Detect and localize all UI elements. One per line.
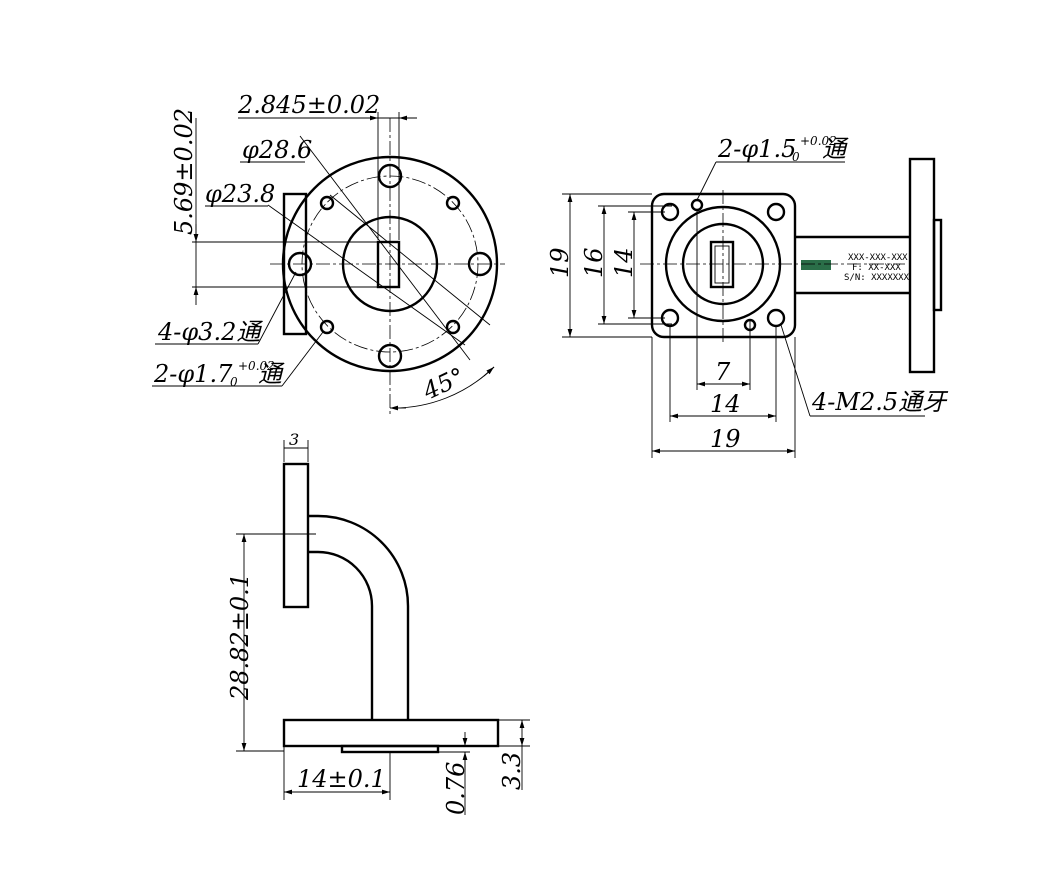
side-end-flange: [908, 157, 936, 374]
pin-hole-top: [690, 198, 704, 212]
dim-bend-step: 0.76: [442, 762, 470, 815]
note-pin-upper-tol: +0.02: [238, 359, 275, 373]
dim-side-height-14: 14: [610, 247, 638, 278]
dim-outer-diameter: φ28.6: [242, 136, 312, 164]
dim-aperture-height: 5.69±0.02: [170, 108, 198, 235]
bend-view: 3 28.82±0.1 14±0.1 0.76 3.3: [226, 430, 530, 815]
bend-outer-wall: [308, 514, 410, 720]
label-line-3: S/N: XXXXXXX: [844, 273, 910, 283]
side-view: XXX-XXX-XXX F: XX-XXX S/N: XXXXXXX 2-φ1.…: [546, 134, 949, 458]
dim-side-height-16: 16: [580, 247, 608, 278]
dim-side-width-19: 19: [710, 425, 741, 453]
bend-bottom-boss: [340, 744, 440, 754]
pin-hole-ur: [445, 195, 461, 211]
pin-hole-ll: [319, 319, 335, 335]
thread-hole-ur: [766, 202, 786, 222]
dim-bend-base: 3.3: [498, 752, 526, 790]
label-line-2: F: XX-XXX: [852, 263, 901, 273]
note-side-pin-upper-tol: +0.02: [800, 134, 837, 148]
dim-bolt-circle-diameter: φ23.8: [205, 180, 275, 208]
dim-side-width-14: 14: [710, 390, 741, 418]
dim-aperture-width: 2.845±0.02: [237, 91, 380, 119]
dim-side-width-7: 7: [715, 358, 731, 386]
note-bolt-holes: 4-φ3.2通: [157, 318, 263, 346]
dim-bend-length: 14±0.1: [297, 765, 386, 793]
side-end-boss: [932, 218, 943, 312]
label-line-1: XXX-XXX-XXX: [848, 253, 908, 263]
pin-hole-ul: [319, 195, 335, 211]
side-aperture: [709, 240, 735, 289]
dim-angle: 45°: [418, 362, 469, 406]
dim-side-height-19: 19: [546, 247, 574, 278]
note-pin-lower-tol: 0: [230, 375, 238, 389]
note-side-pin-lower-tol: 0: [792, 150, 800, 164]
note-pin-through: 通: [258, 360, 285, 388]
bend-inner-wall: [308, 550, 374, 720]
bend-top-flange: [282, 462, 310, 609]
front-view: 2.845±0.02 φ28.6 φ23.8 5.69±0.02 4-φ3.2通…: [152, 91, 505, 415]
dim-bend-height: 28.82±0.1: [226, 573, 254, 701]
bend-bottom-flange: [282, 718, 500, 748]
note-side-pin-through: 通: [822, 135, 849, 163]
pin-hole-lr: [445, 319, 461, 335]
square-flange: [650, 192, 797, 339]
note-threaded-holes: 4-M2.5通牙: [811, 388, 949, 416]
dim-flange-thickness: 3: [289, 430, 299, 449]
note-pin-holes: 2-φ1.7: [153, 360, 233, 388]
logo-mark: [801, 260, 831, 270]
thread-hole-lr: [766, 308, 786, 328]
note-side-pin-holes: 2-φ1.5: [717, 135, 796, 163]
